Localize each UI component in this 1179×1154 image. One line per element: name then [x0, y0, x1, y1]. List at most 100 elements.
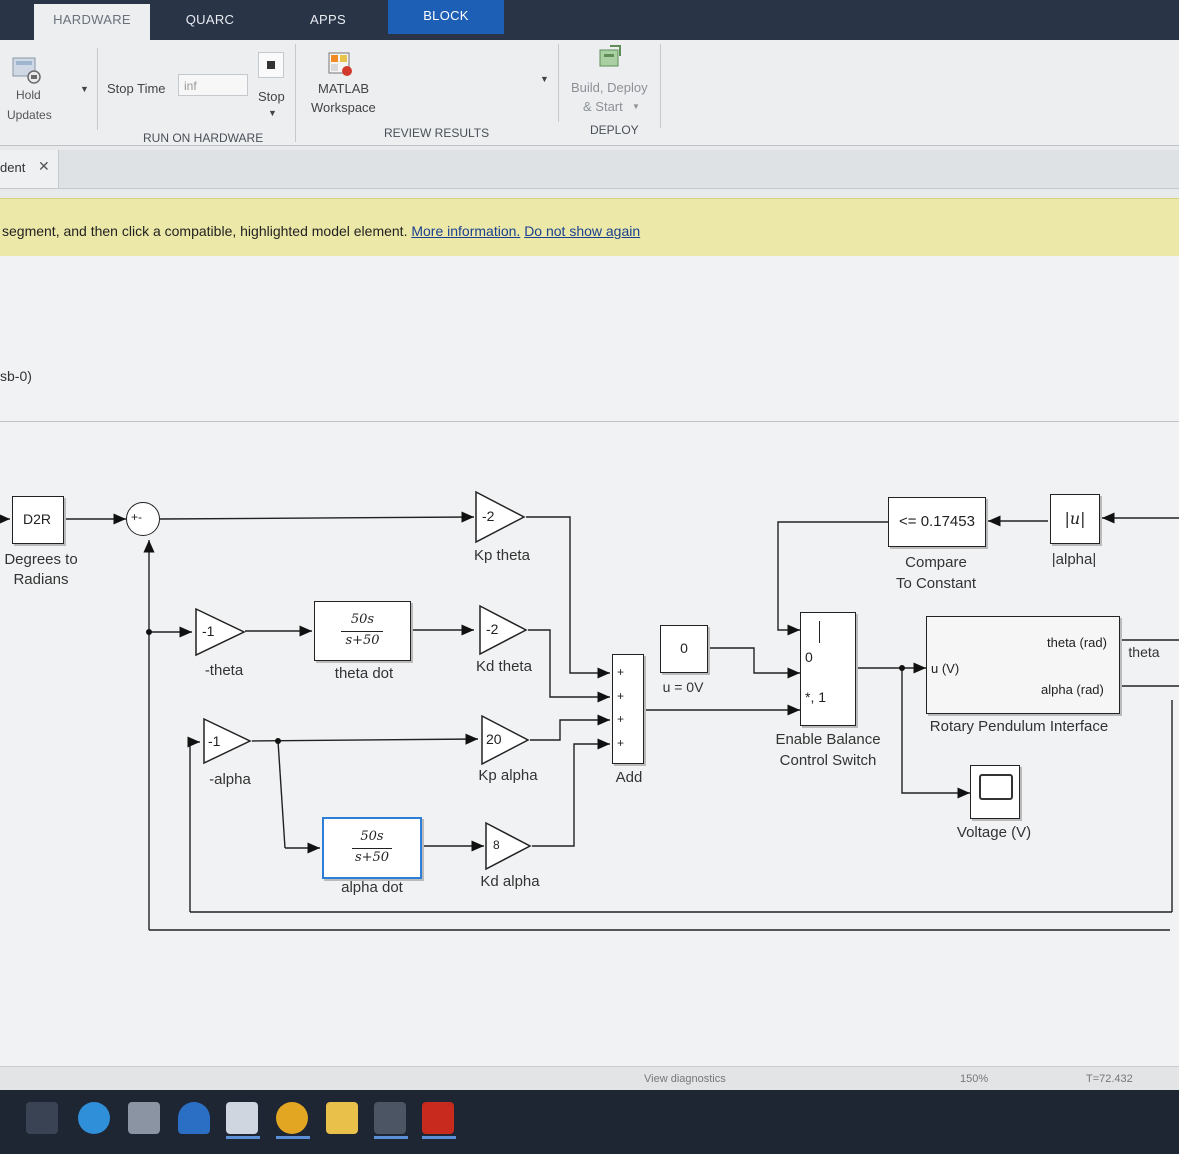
compare-value: <= 0.17453: [899, 513, 975, 530]
tab-quarc[interactable]: QUARC: [185, 12, 235, 27]
build-label-2[interactable]: & Start: [583, 99, 623, 114]
matlab-icon[interactable]: [374, 1102, 406, 1134]
hold-label-1[interactable]: Hold: [16, 88, 41, 102]
kd-theta-value: -2: [486, 621, 499, 637]
constant-label: u = 0V: [662, 679, 704, 695]
alpha-dot-label: alpha dot: [341, 879, 403, 896]
neg-alpha-label: -alpha: [209, 771, 251, 788]
stop-button[interactable]: Stop: [258, 89, 285, 104]
do-not-show-again-link[interactable]: Do not show again: [524, 223, 641, 239]
ribbon-toolbar: Hold Updates ▼ Stop Time inf Stop ▼ RUN …: [0, 40, 1179, 146]
build-dropdown-icon[interactable]: ▼: [632, 102, 640, 111]
neg-theta-gain[interactable]: [195, 607, 246, 657]
branch-point: [899, 665, 905, 671]
add-label: Add: [615, 769, 643, 786]
branch-point: [275, 738, 281, 744]
add-sign: +: [617, 712, 625, 726]
d2r-block-text: D2R: [23, 511, 52, 527]
neg-alpha-gain[interactable]: [203, 717, 252, 765]
hold-label-2[interactable]: Updates: [7, 108, 52, 122]
store-icon[interactable]: [128, 1102, 160, 1134]
document-tab-bar: dent ✕: [0, 150, 1179, 189]
compare-label-2: To Constant: [895, 575, 977, 592]
abs-block[interactable]: |u|: [1050, 494, 1100, 544]
close-icon[interactable]: ✕: [38, 158, 50, 174]
file-explorer-icon[interactable]: [326, 1102, 358, 1134]
review-dropdown-icon[interactable]: ▼: [540, 74, 549, 84]
constant-block[interactable]: 0: [660, 625, 708, 673]
tab-apps[interactable]: APPS: [310, 12, 346, 27]
theta-dot-block[interactable]: 50s s+50: [314, 601, 411, 661]
stop-time-label: Stop Time: [107, 81, 166, 96]
matlab-doc-icon[interactable]: [226, 1102, 258, 1134]
d2r-block[interactable]: D2R: [12, 496, 64, 544]
constant-value: 0: [680, 640, 688, 656]
enable-switch-block[interactable]: 0 *, 1: [800, 612, 856, 726]
view-diagnostics-link[interactable]: View diagnostics: [644, 1073, 726, 1085]
document-tab[interactable]: dent ✕: [0, 150, 59, 188]
chrome-icon[interactable]: [276, 1102, 308, 1134]
stop-dropdown-icon[interactable]: ▼: [268, 108, 277, 118]
abs-value: |u|: [1064, 509, 1086, 528]
hold-updates-icon[interactable]: [10, 56, 44, 86]
theta-dot-numerator: 50s: [350, 612, 375, 627]
matlab-label-2[interactable]: Workspace: [311, 100, 376, 115]
tab-block[interactable]: BLOCK: [388, 0, 504, 34]
matlab-workspace-icon[interactable]: [328, 52, 354, 78]
scope-block[interactable]: [970, 765, 1020, 819]
kd-theta-gain[interactable]: [479, 604, 528, 656]
sum-block[interactable]: +-: [126, 502, 160, 536]
rp-output-2-label: alpha (rad): [1041, 682, 1104, 697]
rp-output-1-label: theta (rad): [1047, 635, 1107, 650]
rp-label: Rotary Pendulum Interface: [929, 718, 1109, 735]
alpha-dot-denominator: s+50: [354, 850, 390, 865]
switch-bottom-value: *, 1: [805, 689, 827, 705]
d2r-label-2: Radians: [13, 571, 69, 588]
sim-time: T=72.432: [1086, 1073, 1133, 1085]
notification-banner: segment, and then click a compatible, hi…: [0, 198, 1179, 258]
theta-dot-label: theta dot: [334, 665, 394, 682]
active-indicator: [226, 1136, 260, 1139]
active-indicator: [374, 1136, 408, 1139]
tab-hardware[interactable]: HARDWARE: [34, 4, 150, 40]
kd-alpha-label: Kd alpha: [480, 873, 540, 890]
acrobat-icon[interactable]: [422, 1102, 454, 1134]
neg-theta-label: -theta: [204, 662, 244, 679]
mail-icon[interactable]: [178, 1102, 210, 1134]
build-deploy-icon[interactable]: [596, 44, 626, 74]
alpha-dot-block[interactable]: 50s s+50: [322, 817, 422, 879]
gain-blocks: [195, 490, 532, 871]
stop-time-input[interactable]: inf: [178, 74, 248, 96]
add-sign: +: [617, 665, 625, 679]
compare-label-1: Compare: [905, 554, 967, 571]
theta-dot-denominator: s+50: [345, 633, 380, 648]
ribbon-divider: [97, 48, 98, 130]
theta-signal-label: theta: [1128, 644, 1160, 660]
neg-theta-value: -1: [202, 623, 215, 639]
compare-block[interactable]: <= 0.17453: [888, 497, 986, 547]
model-path-label: sb-0): [0, 368, 32, 384]
add-block[interactable]: + + + +: [612, 654, 644, 764]
neg-alpha-value: -1: [208, 733, 221, 749]
kp-theta-value: -2: [482, 508, 495, 524]
matlab-label-1[interactable]: MATLAB: [318, 81, 370, 96]
kp-alpha-gain[interactable]: [481, 714, 530, 766]
hold-dropdown-icon[interactable]: ▼: [80, 84, 89, 94]
scope-icon: [979, 774, 1013, 800]
kd-alpha-gain[interactable]: [485, 821, 532, 871]
more-information-link[interactable]: More information.: [411, 223, 521, 239]
ribbon-divider: [295, 44, 296, 142]
task-view-icon[interactable]: [26, 1102, 58, 1134]
edge-browser-icon[interactable]: [78, 1102, 110, 1134]
rp-input-label: u (V): [931, 661, 960, 676]
switch-label-1: Enable Balance: [775, 731, 881, 748]
review-results-section: REVIEW RESULTS: [384, 126, 490, 140]
build-label-1[interactable]: Build, Deploy: [571, 80, 648, 95]
rotary-pendulum-block[interactable]: u (V) theta (rad) alpha (rad): [926, 616, 1120, 714]
switch-top-value: 0: [805, 649, 813, 665]
zoom-level[interactable]: 150%: [960, 1073, 989, 1085]
stop-icon[interactable]: [258, 52, 284, 78]
kp-theta-gain[interactable]: [475, 490, 526, 544]
alpha-dot-numerator: 50s: [360, 829, 384, 844]
status-bar: View diagnostics 150% T=72.432: [0, 1066, 1179, 1091]
